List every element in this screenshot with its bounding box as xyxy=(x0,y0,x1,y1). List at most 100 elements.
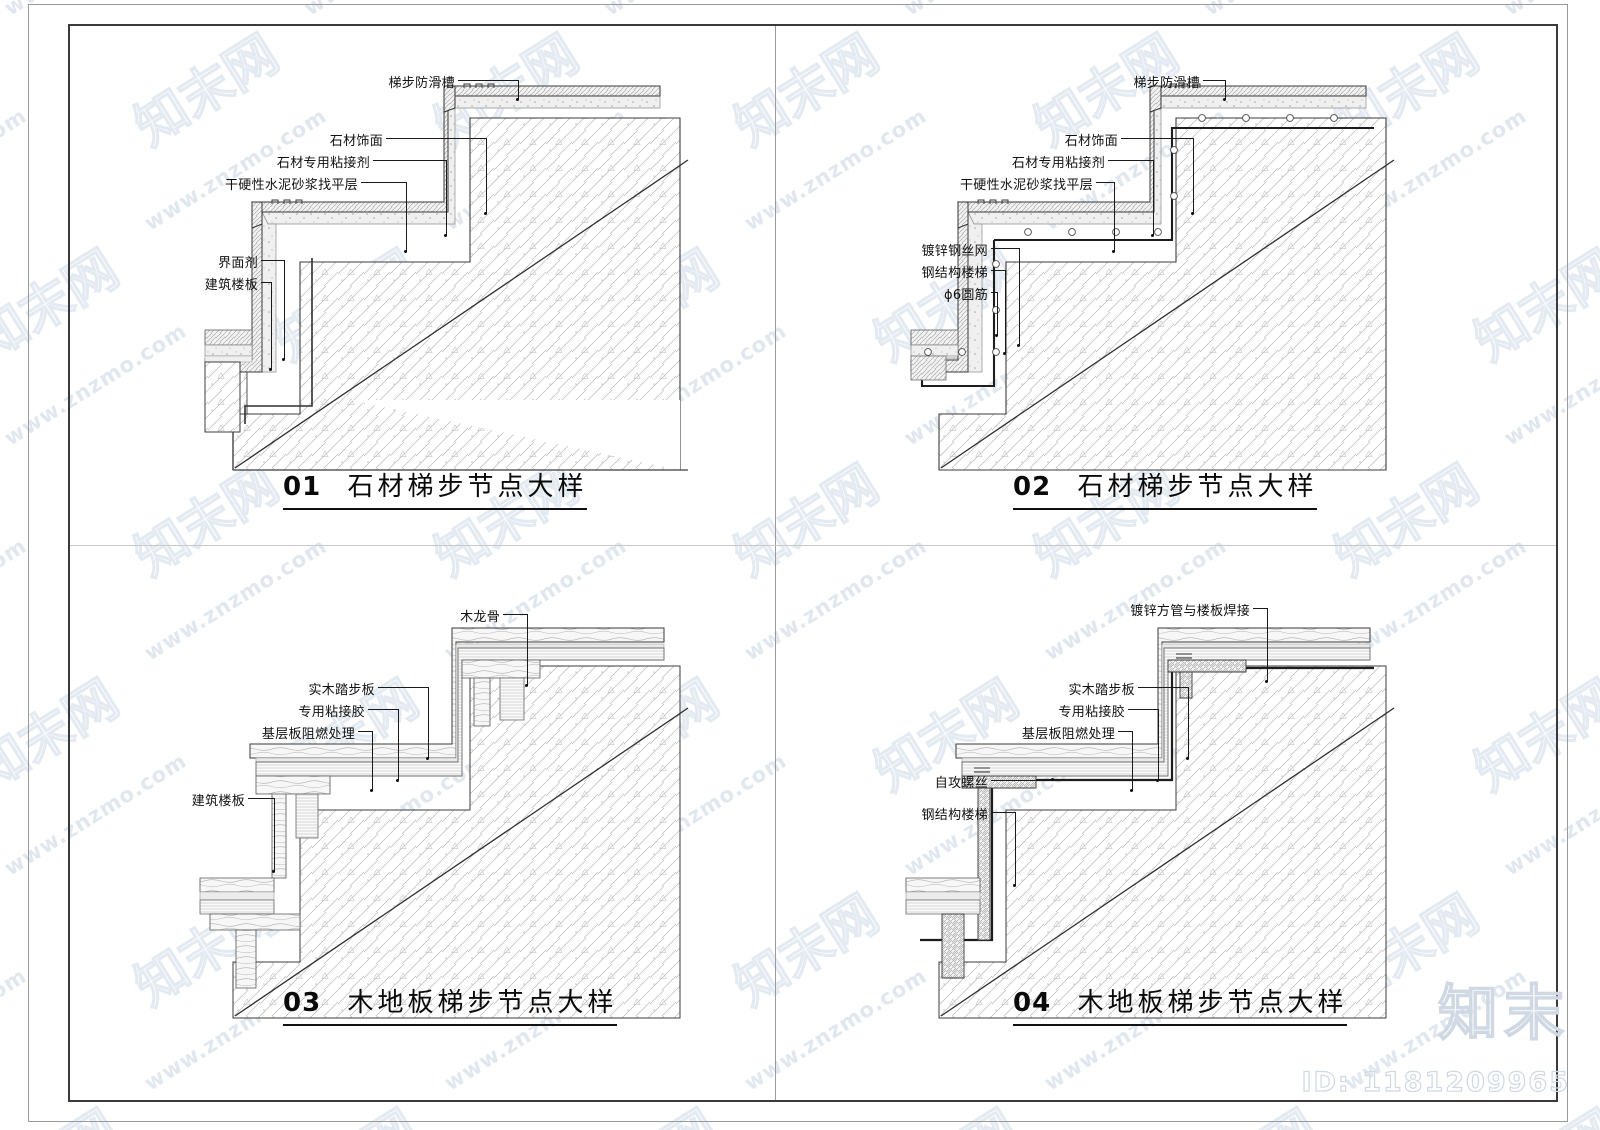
leader-dot-04-0 xyxy=(1265,680,1268,683)
label-04-3: 基层板阻燃处理 xyxy=(1021,727,1115,742)
leader-01-5 xyxy=(261,282,271,283)
leader-04-5 xyxy=(991,812,1015,813)
quadrant-vertical-divider xyxy=(775,26,776,1100)
leader-04-2 xyxy=(1128,709,1158,710)
leader-03-2v xyxy=(398,709,399,781)
leader-dot-03-1 xyxy=(426,757,429,760)
leader-02-0v xyxy=(1225,80,1226,100)
leader-dot-03-0 xyxy=(525,684,528,687)
label-02-6: ϕ6圆筋 xyxy=(943,288,988,303)
leader-04-3 xyxy=(1118,731,1132,732)
leader-01-5v xyxy=(271,282,272,370)
leader-04-1 xyxy=(1138,687,1188,688)
leader-03-1 xyxy=(378,687,428,688)
leader-02-0 xyxy=(1203,80,1225,81)
label-02-3: 干硬性水泥砂浆找平层 xyxy=(959,178,1093,193)
panel-02-name: 石材梯步节点大样 xyxy=(1077,472,1318,502)
leader-03-2 xyxy=(368,709,398,710)
leader-dot-02-2 xyxy=(1151,234,1154,237)
panel-03-number: 03 xyxy=(283,988,322,1018)
label-04-2: 专用粘接胶 xyxy=(1058,705,1125,720)
leader-03-3v xyxy=(372,731,373,791)
leader-01-2 xyxy=(373,160,446,161)
leader-03-0v xyxy=(527,614,528,686)
label-04-5: 钢结构楼梯 xyxy=(921,808,988,823)
label-04-4: 自攻螺丝 xyxy=(934,776,988,791)
label-02-1: 石材饰面 xyxy=(1064,134,1118,149)
leader-04-0 xyxy=(1253,608,1267,609)
quadrant-horizontal-divider xyxy=(70,545,1556,546)
leader-dot-04-2 xyxy=(1156,779,1159,782)
leader-02-2v xyxy=(1153,160,1154,236)
leader-04-5v xyxy=(1015,812,1016,886)
leader-dot-02-5 xyxy=(1003,352,1006,355)
leader-dot-03-4 xyxy=(272,870,275,873)
leader-03-4 xyxy=(248,798,274,799)
leader-01-2v xyxy=(446,160,447,236)
label-01-4: 界面剂 xyxy=(218,256,258,271)
label-01-1: 石材饰面 xyxy=(329,134,383,149)
label-01-0: 梯步防滑槽 xyxy=(388,76,455,91)
label-03-3: 基层板阻燃处理 xyxy=(261,727,355,742)
leader-02-1 xyxy=(1121,138,1193,139)
leader-dot-03-3 xyxy=(370,789,373,792)
leader-dot-01-0 xyxy=(516,98,519,101)
leader-01-4v xyxy=(284,260,285,360)
panel-04-title: 04 木地板梯步节点大样 xyxy=(1013,982,1348,1026)
leader-02-2 xyxy=(1108,160,1153,161)
leader-03-3 xyxy=(358,731,372,732)
label-04-0: 镀锌方管与楼板焊接 xyxy=(1130,604,1250,619)
label-01-2: 石材专用粘接剂 xyxy=(276,156,370,171)
leader-dot-02-0 xyxy=(1223,98,1226,101)
sheet-outer-border xyxy=(28,4,1568,1122)
leader-01-3v xyxy=(406,182,407,252)
panel-03-name: 木地板梯步节点大样 xyxy=(347,988,618,1018)
leader-dot-02-3 xyxy=(1112,250,1115,253)
label-01-3: 干硬性水泥砂浆找平层 xyxy=(224,178,358,193)
leader-dot-04-5 xyxy=(1013,884,1016,887)
panel-01-title: 01 石材梯步节点大样 xyxy=(283,466,588,510)
leader-dot-01-4 xyxy=(282,358,285,361)
leader-dot-02-1 xyxy=(1191,212,1194,215)
leader-02-6 xyxy=(991,292,997,293)
label-03-0: 木龙骨 xyxy=(460,610,500,625)
leader-03-0 xyxy=(503,614,527,615)
leader-02-5v xyxy=(1005,270,1006,354)
panel-02-title: 02 石材梯步节点大样 xyxy=(1013,466,1318,510)
panel-02-number: 02 xyxy=(1013,472,1052,502)
leader-dot-04-4 xyxy=(1051,778,1054,781)
detail-01-geometry xyxy=(204,83,681,471)
leader-04-2v xyxy=(1158,709,1159,781)
leader-dot-01-5 xyxy=(269,368,272,371)
leader-01-4 xyxy=(261,260,284,261)
leader-01-0 xyxy=(458,80,518,81)
leader-02-3v xyxy=(1114,182,1115,252)
leader-02-6v xyxy=(997,292,998,336)
leader-dot-01-1 xyxy=(484,212,487,215)
leader-02-4 xyxy=(991,248,1019,249)
label-02-2: 石材专用粘接剂 xyxy=(1011,156,1105,171)
label-04-1: 实木踏步板 xyxy=(1068,683,1135,698)
panel-01-number: 01 xyxy=(283,472,322,502)
brand-id: ID: 1181209965 xyxy=(1301,1066,1570,1098)
panel-01-name: 石材梯步节点大样 xyxy=(347,472,588,502)
label-02-4: 镀锌钢丝网 xyxy=(921,244,988,259)
leader-01-0v xyxy=(518,80,519,100)
leader-02-1v xyxy=(1193,138,1194,214)
brand-logo: 知末 xyxy=(1437,978,1570,1050)
leader-04-1v xyxy=(1188,687,1189,759)
leader-04-3v xyxy=(1132,731,1133,791)
label-03-1: 实木踏步板 xyxy=(308,683,375,698)
panel-03-title: 03 木地板梯步节点大样 xyxy=(283,982,618,1026)
leader-dot-02-6 xyxy=(995,334,998,337)
leader-dot-02-4 xyxy=(1017,344,1020,347)
label-03-4: 建筑楼板 xyxy=(191,794,245,809)
leader-02-4v xyxy=(1019,248,1020,346)
leader-01-1 xyxy=(386,138,486,139)
leader-01-3 xyxy=(361,182,406,183)
leader-dot-01-2 xyxy=(444,234,447,237)
leader-02-5 xyxy=(991,270,1005,271)
leader-04-0v xyxy=(1267,608,1268,682)
leader-dot-01-3 xyxy=(404,250,407,253)
